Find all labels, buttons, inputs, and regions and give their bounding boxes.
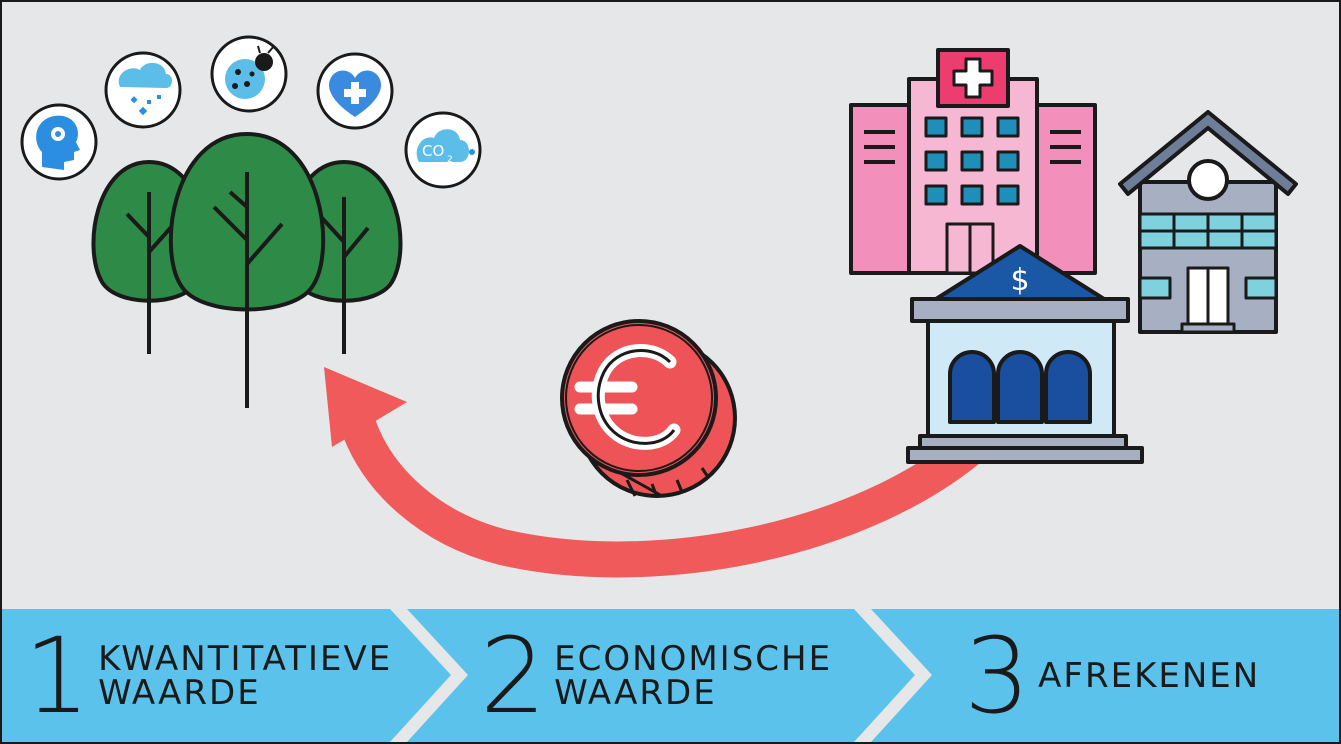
step-3-number: 3 — [964, 614, 1030, 737]
step-2-line2: WAARDE — [554, 672, 717, 713]
steps: 1 KWANTITATIEVE WAARDE 2 ECONOMISCHE WAA… — [2, 609, 1339, 742]
tree-center-icon — [168, 132, 326, 408]
benefit-icons: CO 2 — [20, 35, 482, 189]
step-1-number: 1 — [24, 614, 90, 737]
trees — [91, 132, 403, 408]
euro-coin-icon — [560, 319, 737, 498]
steps-bar — [2, 609, 1339, 742]
co2-label: CO — [422, 142, 444, 160]
step-2: 2 ECONOMISCHE WAARDE — [480, 609, 832, 742]
bank-building-icon: $ — [906, 244, 1144, 464]
money-flow-arrow — [324, 367, 989, 578]
step-1-label: KWANTITATIEVE WAARDE — [98, 642, 392, 710]
co2-cloud-icon: CO 2 — [404, 111, 482, 189]
step-1-line2: WAARDE — [98, 672, 261, 713]
mind-gear-icon — [20, 103, 98, 181]
school-building-icon — [1118, 110, 1298, 334]
co2-subscript: 2 — [447, 155, 453, 165]
step-2-line1: ECONOMISCHE — [554, 638, 833, 679]
rain-cloud-icon — [104, 51, 182, 129]
step-2-label: ECONOMISCHE WAARDE — [554, 642, 832, 710]
step-2-number: 2 — [480, 614, 546, 737]
step-3-label: AFREKENEN — [1038, 659, 1260, 693]
bank-dollar-sign: $ — [1010, 263, 1029, 298]
step-1-line1: KWANTITATIEVE — [98, 638, 393, 679]
heart-plus-icon — [316, 52, 394, 130]
hospital-building-icon — [849, 48, 1097, 275]
step-3-line1: AFREKENEN — [1038, 655, 1261, 696]
step-1: 1 KWANTITATIEVE WAARDE — [24, 609, 392, 742]
step-3: 3 AFREKENEN — [964, 609, 1260, 742]
ladybug-icon — [210, 35, 288, 113]
